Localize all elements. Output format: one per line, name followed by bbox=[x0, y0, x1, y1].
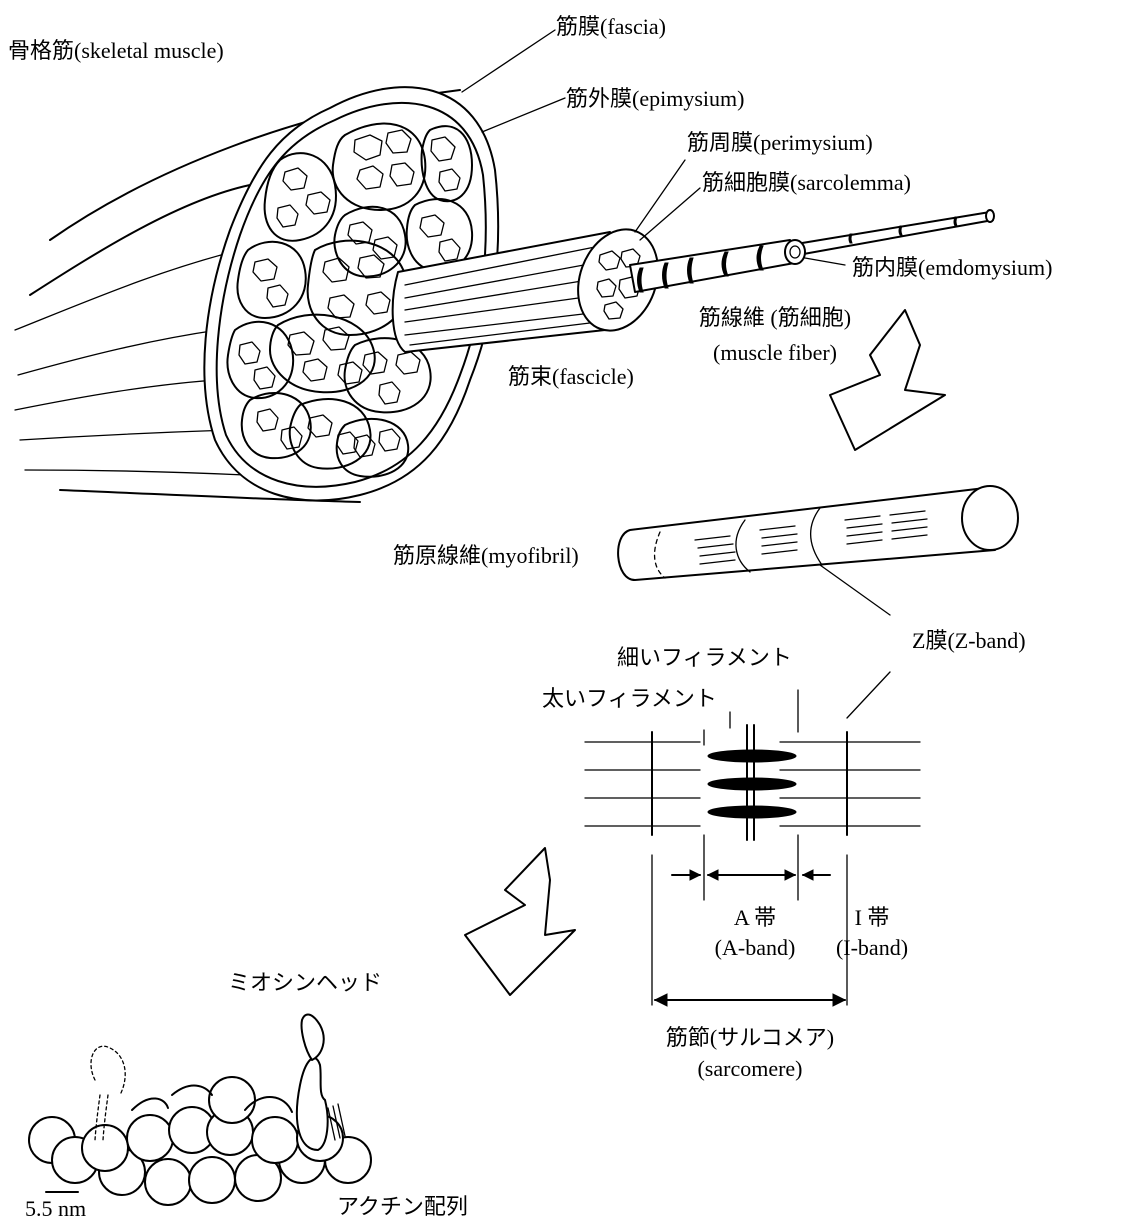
down-arrow-2 bbox=[465, 848, 575, 995]
label-sarcomere-jp: 筋節(サルコメア) bbox=[640, 1025, 860, 1051]
thick-filament-2 bbox=[708, 778, 796, 790]
label-scale: 5.5 nm bbox=[25, 1196, 86, 1222]
label-perimysium: 筋周膜(perimysium) bbox=[687, 130, 873, 156]
label-endomysium: 筋内膜(emdomysium) bbox=[852, 255, 1052, 281]
label-actin: アクチン配列 bbox=[337, 1194, 468, 1220]
label-epimysium: 筋外膜(epimysium) bbox=[566, 86, 744, 112]
label-myofibril: 筋原線維(myofibril) bbox=[393, 543, 579, 569]
label-muscle-fiber-en: (muscle fiber) bbox=[670, 340, 880, 366]
label-skeletal-muscle: 骨格筋(skeletal muscle) bbox=[8, 38, 224, 64]
label-i-band-jp: I 帯 bbox=[822, 905, 922, 931]
label-i-band-en: (I-band) bbox=[822, 935, 922, 961]
myosin-head-shape bbox=[297, 1058, 328, 1150]
label-fascicle: 筋束(fascicle) bbox=[508, 364, 634, 390]
label-sarcomere-en: (sarcomere) bbox=[640, 1056, 860, 1082]
label-myosin-head: ミオシンヘッド bbox=[228, 970, 382, 996]
actin-myosin bbox=[29, 1015, 371, 1205]
label-fascia: 筋膜(fascia) bbox=[556, 14, 666, 40]
down-arrow-1 bbox=[830, 310, 945, 450]
label-a-band-en: (A-band) bbox=[700, 935, 810, 961]
myofibril bbox=[618, 486, 1018, 615]
label-muscle-fiber-jp: 筋線維 (筋細胞) bbox=[670, 305, 880, 331]
label-a-band-jp: A 帯 bbox=[700, 905, 810, 931]
thick-filament-1 bbox=[708, 750, 796, 762]
thick-filament-3 bbox=[708, 806, 796, 818]
label-thick-filament: 太いフィラメント bbox=[542, 686, 717, 712]
label-z-band: Z膜(Z-band) bbox=[912, 628, 1026, 654]
label-sarcolemma: 筋細胞膜(sarcolemma) bbox=[702, 170, 911, 196]
label-thin-filament: 細いフィラメント bbox=[617, 645, 792, 671]
